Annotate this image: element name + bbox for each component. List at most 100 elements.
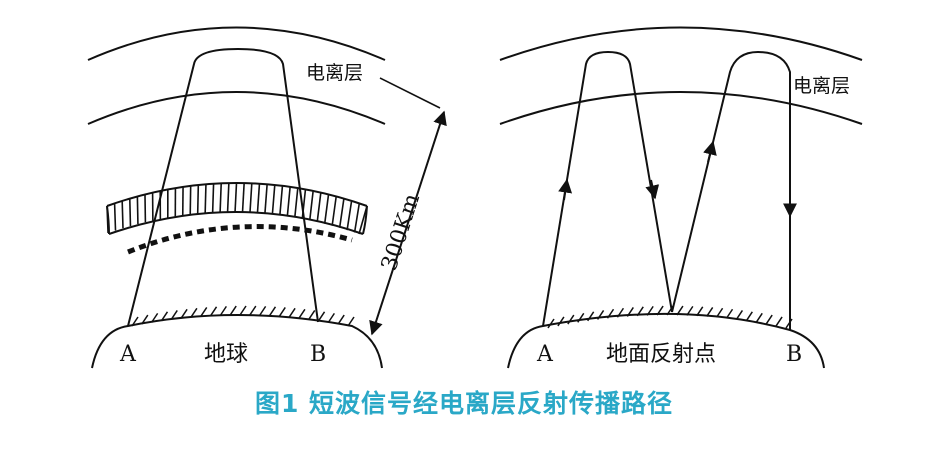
hatch-stroke [765,314,773,325]
hatch-stroke [180,308,188,319]
hatch-stroke [557,316,565,327]
hatch-stroke [596,310,605,320]
hatch-stroke [626,307,634,317]
right-point-b-label: B [786,342,802,367]
hatch-stroke [239,305,247,316]
right-ionosphere-label: 电离层 [793,75,850,97]
right-wave-hop-2 [671,50,791,330]
right-ground-hatching [547,305,793,329]
hatch-stroke [211,183,215,213]
hatch-stroke [735,310,744,320]
hatch-stroke [327,312,335,323]
hatch-stroke [286,186,291,217]
absorption-layer [106,182,368,235]
hatch-stroke [279,185,284,216]
distance-label: 300Km [377,191,425,274]
hatch-stroke [606,308,615,319]
hatch-stroke [316,192,322,223]
hatch-stroke [323,194,330,224]
left-ionosphere-upper-arc [87,26,386,61]
hatch-stroke [278,307,286,317]
hatch-stroke [141,314,149,325]
hatch-stroke [209,306,218,317]
hatch-stroke [264,184,268,214]
hatch-stroke [294,188,299,218]
hatch-stroke [271,184,276,215]
hatch-stroke [696,306,704,317]
hatch-stroke [706,307,714,317]
left-earth-surface [91,314,383,369]
right-wave-hop-1 [542,50,673,327]
hatch-stroke [775,316,783,327]
ground-reflection-label: 地面反射点 [606,342,716,367]
hatch-stroke [338,198,345,228]
arrow-up-1 [558,178,573,201]
hatch-stroke [567,314,575,325]
hatch-stroke [587,311,595,322]
right-ionosphere-lower-arc [499,91,863,125]
hatch-stroke [676,305,684,316]
left-wave-path [127,47,319,327]
hatch-stroke [337,314,345,325]
hatch-stroke [219,183,223,213]
hatch-stroke [646,305,654,316]
distance-leader [379,77,441,109]
right-ionosphere-upper-arc [499,26,863,61]
hatch-stroke [241,183,245,213]
right-earth-surface [507,312,825,369]
hatch-stroke [715,307,724,318]
arrow-up-2 [703,140,717,163]
left-ground-hatching [131,305,355,327]
left-panel: 电离层 300Km A 地球 B [87,26,447,369]
hatch-stroke [346,200,353,231]
absorption-dotted-line [127,224,353,255]
hatch-stroke [160,311,169,322]
hatch-stroke [131,316,139,327]
hatch-stroke [785,318,793,329]
left-point-b-label: B [310,342,326,367]
hatch-stroke [298,308,306,319]
hatch-stroke [196,184,200,214]
left-ionosphere-label: 电离层 [306,62,363,84]
hatch-stroke [331,196,337,226]
figure-caption: 图1 短波信号经电离层反射传播路径 [254,389,674,418]
hatch-stroke [288,307,296,318]
hatch-stroke [547,318,555,329]
hatch-stroke [301,189,307,219]
hatch-stroke [190,307,198,318]
earth-label: 地球 [204,342,248,367]
hatch-stroke [616,307,625,318]
hatch-stroke [666,305,674,316]
hatch-stroke [249,305,257,316]
hatch-stroke [755,312,763,323]
hatch-stroke [249,183,253,213]
distance-arrow [369,110,447,336]
hatch-stroke [656,305,664,316]
hatch-stroke [347,316,355,327]
hatch-stroke [308,190,314,221]
hatch-stroke [229,305,237,316]
right-panel: 电离层 A 地面反射点 B [499,26,863,369]
hatch-stroke [113,203,117,231]
hatch-stroke [745,311,753,322]
hatch-stroke [353,203,361,233]
hatch-stroke [725,308,734,319]
hatch-stroke [686,305,694,316]
hatch-stroke [226,183,230,213]
right-point-a-label: A [536,342,554,367]
hatch-stroke [204,184,207,214]
hatch-stroke [317,311,326,322]
hatch-stroke [219,305,227,316]
hatch-stroke [234,182,238,213]
hatch-stroke [121,200,124,229]
hatch-stroke [636,306,644,317]
hatch-stroke [170,310,178,320]
hatch-stroke [128,198,132,227]
hatch-stroke [256,183,261,213]
left-ionosphere-lower-arc [87,91,386,125]
hatch-stroke [136,196,139,225]
hatch-stroke [268,306,277,317]
arrow-down-1 [645,179,660,200]
hatch-stroke [151,312,159,323]
